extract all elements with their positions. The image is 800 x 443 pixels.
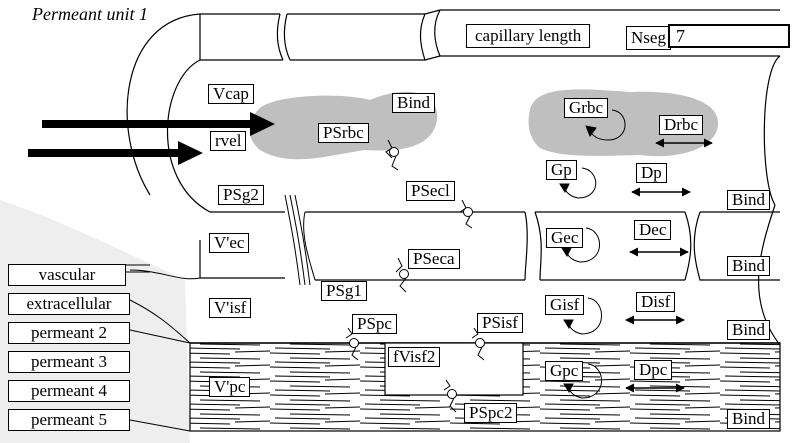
region-permeant-2-button[interactable]: permeant 2 (8, 322, 130, 344)
loop-gec (561, 227, 600, 263)
bind-isf-button[interactable]: Bind (727, 320, 771, 340)
disf-button[interactable]: Disf (636, 292, 676, 312)
pspc2-button[interactable]: PSpc2 (464, 403, 518, 423)
dec-button[interactable]: Dec (634, 220, 672, 240)
dp-button[interactable]: Dp (636, 163, 667, 183)
pspc-button[interactable]: PSpc (352, 314, 397, 334)
transporter-psecl (459, 199, 473, 229)
transporter-pspc2 (443, 379, 457, 413)
nseg-input[interactable] (668, 24, 790, 48)
gec-button[interactable]: Gec (546, 228, 584, 248)
psrbc-button[interactable]: PSrbc (318, 123, 369, 143)
visf-button[interactable]: V'isf (209, 298, 252, 318)
region-vascular-button[interactable]: vascular (8, 264, 126, 286)
grbc-button[interactable]: Grbc (564, 98, 608, 118)
loop-gisf (563, 297, 602, 335)
pseca-button[interactable]: PSeca (408, 249, 460, 269)
loop-grbc (585, 109, 626, 141)
region-extracellular-button[interactable]: extracellular (8, 293, 130, 315)
gpc-button[interactable]: Gpc (545, 361, 584, 381)
loop-gp (559, 167, 597, 199)
psg1-button[interactable]: PSg1 (321, 281, 367, 301)
fvisf2-button[interactable]: fVisf2 (388, 347, 441, 367)
rvel-button[interactable]: rvel (210, 131, 247, 151)
bind-ec-button[interactable]: Bind (727, 256, 771, 276)
loop-gpc (563, 363, 602, 399)
vcap-button[interactable]: Vcap (208, 84, 254, 104)
psisf-button[interactable]: PSisf (477, 313, 523, 333)
nseg-label: Nseg (626, 26, 671, 50)
gisf-button[interactable]: Gisf (545, 295, 585, 315)
transporter-pseca (395, 257, 409, 293)
region-permeant-5-button[interactable]: permeant 5 (8, 409, 130, 431)
transporter-pspc (345, 327, 359, 361)
region-permeant-3-button[interactable]: permeant 3 (8, 351, 130, 373)
transporter-psisf (471, 327, 485, 361)
transporter-psrbc (385, 139, 399, 171)
dpc-button[interactable]: Dpc (634, 360, 673, 380)
diagram-title: Permeant unit 1 (32, 4, 148, 24)
psecl-button[interactable]: PSecl (406, 181, 455, 201)
drbc-button[interactable]: Drbc (659, 115, 703, 135)
bind-capillary-button[interactable]: Bind (727, 190, 771, 210)
region-permeant-4-button[interactable]: permeant 4 (8, 380, 130, 402)
vec-button[interactable]: V'ec (209, 233, 250, 253)
bind-rbc-button[interactable]: Bind (392, 93, 436, 113)
psg2-button[interactable]: PSg2 (218, 185, 264, 205)
capillary-top-wall (126, 13, 201, 196)
capillary-length-button[interactable]: capillary length (466, 24, 591, 48)
gp-button[interactable]: Gp (546, 160, 577, 180)
vpc-button[interactable]: V'pc (209, 377, 251, 397)
bind-pc-button[interactable]: Bind (727, 409, 771, 429)
